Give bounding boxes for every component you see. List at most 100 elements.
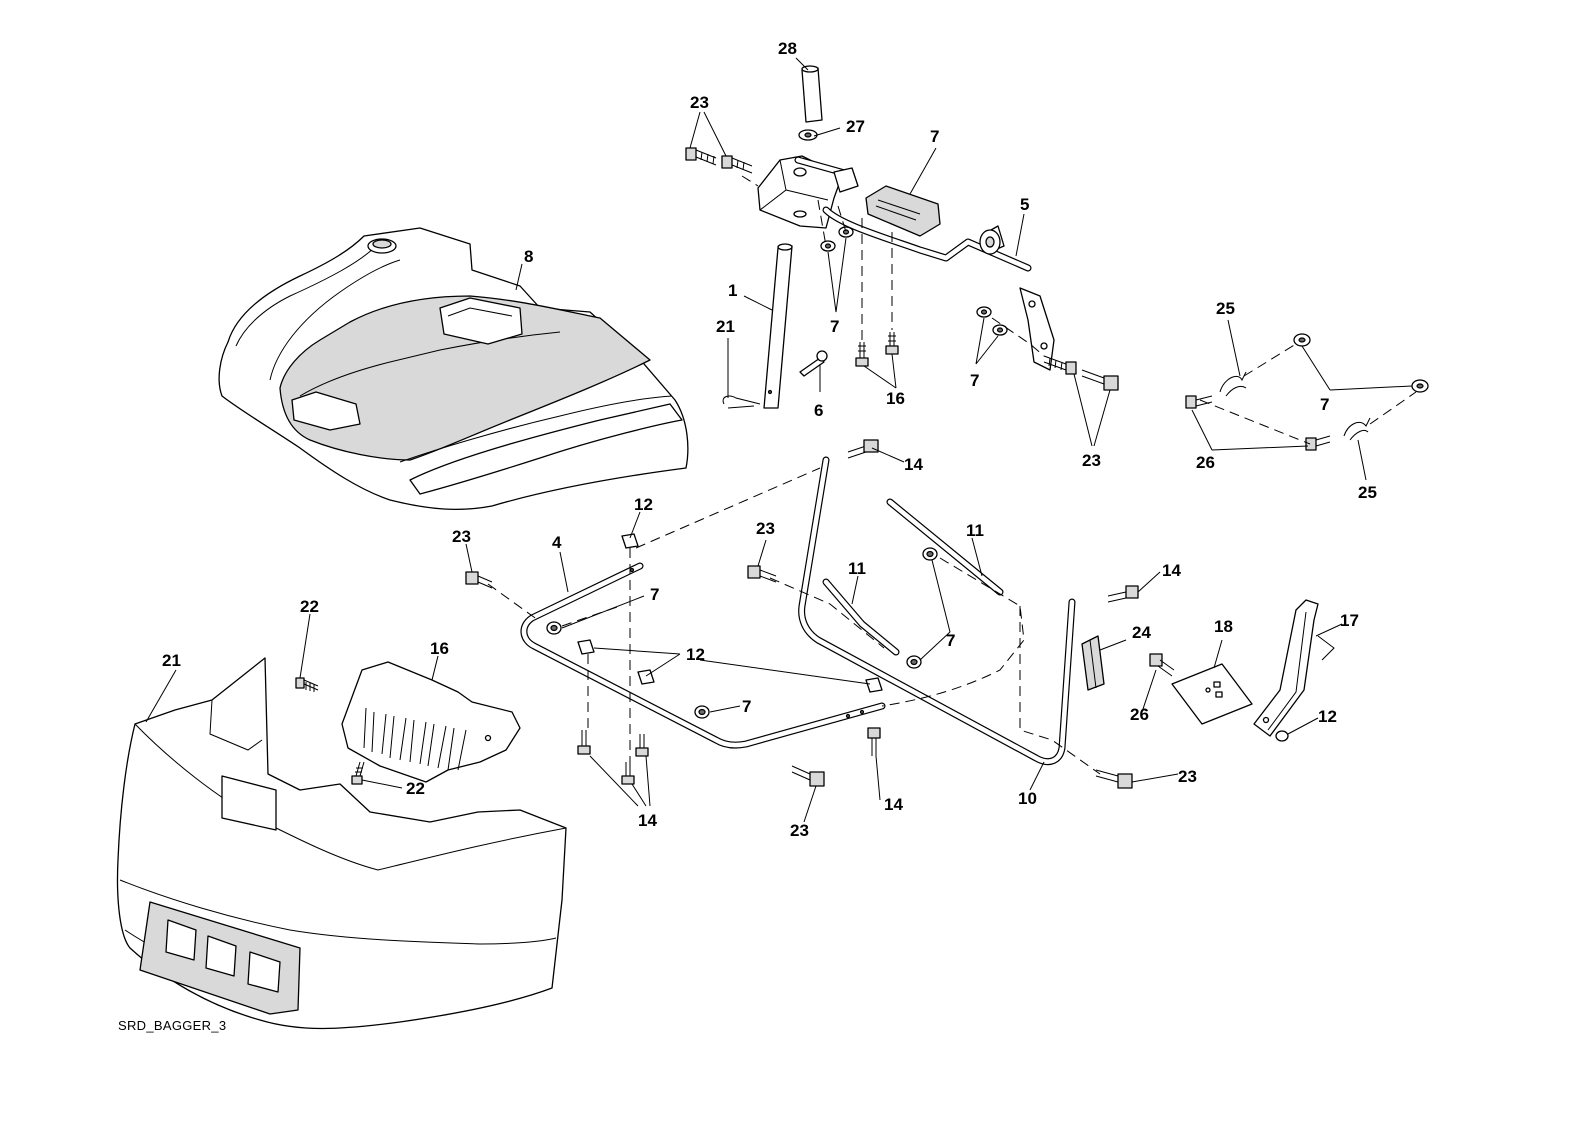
support-tube [763,243,793,409]
diagram-code-label: SRD_BAGGER_3 [118,1018,227,1033]
nut-7-frame-d [906,655,922,669]
bolt-23-top-b [721,155,753,174]
nut-7-right-bottom [1411,379,1429,393]
callout-5: 5 [1020,195,1029,214]
hair-pin-clip [722,395,761,409]
callout-11: 11 [966,521,984,540]
callout-27: 27 [846,117,865,136]
callout-8: 8 [524,247,533,266]
handle-grip-tube [801,65,823,123]
callout-7: 7 [650,585,659,604]
bolt-14-bottom-a [577,730,591,755]
callout-23: 23 [452,527,471,546]
callout-26: 26 [1196,453,1215,472]
callout-12: 12 [686,645,705,664]
callout-19: 21 [716,317,735,336]
nut-7-bracket-b [992,324,1008,336]
bag-frame-10 [798,456,1076,766]
nut-7-handle-a [820,240,836,252]
bag-frame-4 [520,562,886,749]
bolt-14-right [1107,585,1139,603]
deflector-screw-lower [351,761,365,785]
washer-27 [798,129,818,141]
callout-23: 23 [690,93,709,112]
callout-7: 7 [742,697,751,716]
bolt-14-bottom-b [621,762,635,785]
bolt-14-bottom-c [635,734,649,757]
callout-24: 24 [1132,623,1151,642]
callout-26: 26 [1130,705,1149,724]
callout-14: 14 [904,455,923,474]
callout-12: 12 [1318,707,1337,726]
nut-7-right-top [1293,333,1311,347]
clevis-pin [799,350,828,377]
lift-handle-assembly [757,155,1055,371]
bolt-26-bottom [1305,435,1331,451]
bolt-23-bracket-b [1081,369,1119,391]
callout-21: 21 [162,651,181,670]
bumper-pad [1081,635,1105,691]
callout-6: 6 [814,401,823,420]
callout-7: 7 [946,631,955,650]
callout-17: 17 [1340,611,1359,630]
callout-14: 14 [1162,561,1181,580]
nut-12-top [621,533,639,549]
callout-25: 25 [1216,299,1235,318]
grass-bag [116,657,567,1030]
callout-23: 23 [756,519,775,538]
brace-11-right [886,498,1004,596]
bolt-23-frame-low [791,765,825,787]
callout-10: 10 [1018,789,1037,808]
bolt-23-top-a [685,147,717,166]
callout-1: 1 [728,281,737,300]
callout-14: 14 [884,795,903,814]
lynch-pin-25-bottom [1343,417,1371,441]
callout-12: 12 [634,495,653,514]
nut-7-frame-a [546,621,562,635]
bolt-23-frame-left [465,571,493,589]
callout-23: 23 [1178,767,1197,786]
callout-22: 22 [406,779,425,798]
bolt-23-frame-right [1095,769,1133,789]
nut-12-c [865,677,883,693]
callout-16: 16 [430,639,449,658]
callout-25: 25 [1358,483,1377,502]
callout-23: 23 [1082,451,1101,470]
callout-4: 4 [552,533,562,552]
bolt-13-a [855,342,869,367]
callout-22: 22 [300,597,319,616]
bolt-26-plate [1149,653,1175,677]
lynch-pin-25-top [1219,371,1247,397]
bolt-13-b [885,332,899,355]
callout-7: 7 [970,371,979,390]
callout-13: 16 [886,389,905,408]
nut-7-handle-b [838,226,854,238]
callout-labels: 28 27 7 23 5 8 1 21 7 7 6 16 23 25 7 26 … [162,39,1377,840]
bolt-23-bracket-a [1043,355,1077,375]
nut-12-right [1275,730,1289,742]
callout-18: 18 [1214,617,1233,636]
callout-leaders [145,57,1413,823]
mount-bracket [1253,599,1335,737]
callout-11: 11 [848,559,866,578]
nut-12-a [577,639,595,655]
nut-7-frame-c [922,547,938,561]
brace-11-left [822,578,900,656]
bag-latches [165,919,281,993]
callout-14: 14 [638,811,657,830]
bolt-23-frame-mid [747,565,777,583]
latch-plate [1171,663,1253,725]
bolt-26-top [1185,395,1213,409]
callout-23: 23 [790,821,809,840]
callout-7: 7 [1320,395,1329,414]
nut-7-bracket-a [976,306,992,318]
callout-7: 7 [830,317,839,336]
deflector-screw-upper [295,677,319,692]
bag-lid [218,227,689,511]
callout-28: 28 [778,39,797,58]
bolt-14-bottom-d [867,727,881,756]
callout-9: 7 [930,127,939,146]
deflector-plate [341,661,521,783]
nut-7-frame-b [694,705,710,719]
